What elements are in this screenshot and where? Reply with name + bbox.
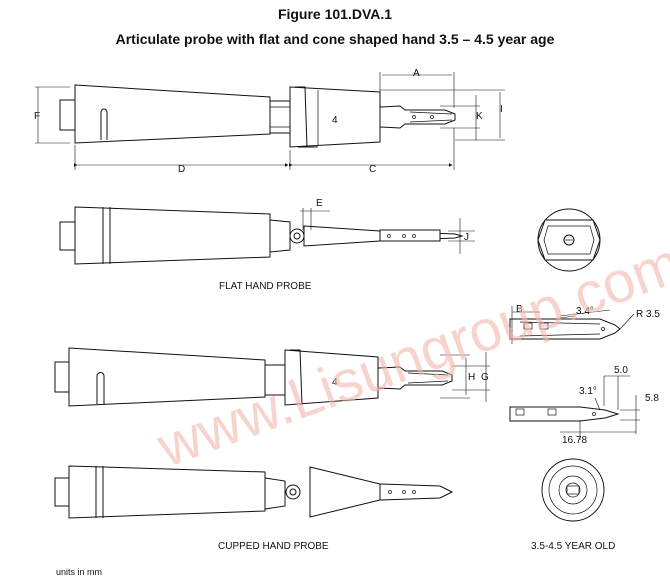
caption-units: units in mm xyxy=(56,567,103,577)
hand-symbol: 4 xyxy=(332,115,338,126)
figure-title: Figure 101.DVA.1 xyxy=(277,6,393,22)
hand-symbol-cupped: 4 xyxy=(332,377,338,388)
dim-label-len-5: 5.0 xyxy=(614,365,628,376)
dim-label-e: E xyxy=(316,198,323,209)
dim-label-len-58: 5.8 xyxy=(645,393,659,404)
dim-label-b: B xyxy=(516,304,523,315)
dim-label-a: A xyxy=(413,68,420,79)
dim-label-j: J xyxy=(464,232,469,243)
dim-label-angle-2: 3.1° xyxy=(579,386,597,397)
caption-age-range: 3.5-4.5 YEAR OLD xyxy=(531,541,616,552)
dim-label-d: D xyxy=(178,164,185,175)
finger-detail-side: B 3.4° R 3.5 xyxy=(509,304,660,344)
dim-label-g: G xyxy=(481,372,489,383)
dim-label-k: K xyxy=(476,111,483,122)
dim-label-c: C xyxy=(369,164,376,175)
dim-label-radius: R 3.5 xyxy=(636,309,660,320)
probe-front-view-bottom xyxy=(541,458,605,522)
probe-top-view: 4 F D C A I K xyxy=(34,68,505,175)
dim-label-i: I xyxy=(500,104,503,115)
dim-label-len-1678: 16.78 xyxy=(562,435,587,446)
dim-label-angle-1: 3.4° xyxy=(576,306,594,317)
caption-cupped-hand-probe: CUPPED HAND PROBE xyxy=(218,541,329,552)
cupped-hand-top-view: 4 H G xyxy=(54,347,490,407)
finger-detail-lower: 5.0 3.1° 5.8 16.78 xyxy=(509,365,659,446)
flat-hand-side-view: E J xyxy=(59,198,475,265)
probe-front-view-top xyxy=(537,208,601,272)
figure-subtitle: Articulate probe with flat and cone shap… xyxy=(115,31,555,47)
cupped-hand-side-view xyxy=(54,465,454,519)
caption-flat-hand-probe: FLAT HAND PROBE xyxy=(219,281,312,292)
watermark: www.Lisungroup.com xyxy=(148,230,670,480)
dim-label-f: F xyxy=(34,111,40,122)
dim-label-h: H xyxy=(468,372,475,383)
